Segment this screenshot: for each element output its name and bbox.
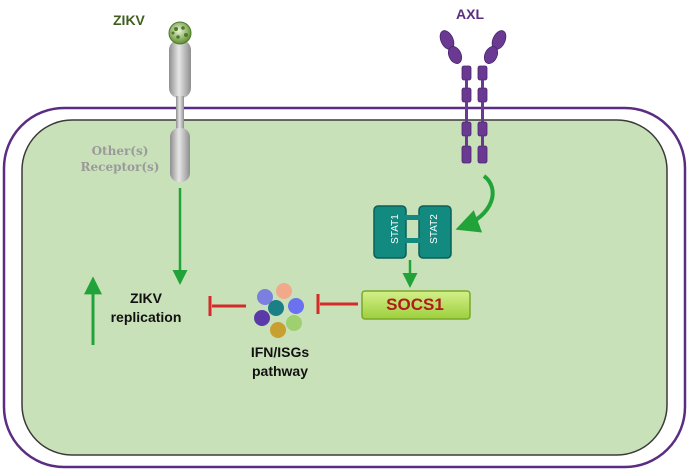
stat1-box	[373, 205, 407, 259]
socs1-box	[361, 290, 471, 320]
stat2-box	[418, 205, 452, 259]
other-receptor-label-line1: Other(s)	[91, 144, 149, 158]
zikv-virus-icon	[168, 21, 192, 45]
zikv-replication-line2: replication	[110, 309, 182, 325]
zikv-replication-line1: ZIKV	[130, 290, 162, 306]
zikv-label: ZIKV	[113, 12, 145, 28]
zikv-replication-label: ZIKV replication	[96, 289, 196, 327]
ifn-isgs-line1: IFN/ISGs	[250, 344, 310, 360]
stat1-label: STAT1	[390, 214, 401, 244]
ifn-isgs-line2: pathway	[251, 363, 308, 379]
ifn-isgs-label: IFN/ISGs pathway	[220, 343, 340, 381]
other-receptor-label: Other(s) Receptor(s)	[60, 143, 180, 175]
socs1-label: SOCS1	[386, 295, 444, 314]
axl-label: AXL	[456, 6, 484, 22]
other-receptor	[169, 40, 191, 182]
stat1-stat2-dimer	[373, 205, 452, 259]
other-receptor-label-line2: Receptor(s)	[80, 160, 160, 174]
axl-receptor	[439, 30, 507, 164]
stat2-label: STAT2	[429, 214, 440, 244]
axl-to-stat-arrow	[455, 174, 495, 233]
cell-cytoplasm	[21, 119, 668, 456]
ifn-isgs-cluster-icon	[254, 283, 304, 338]
